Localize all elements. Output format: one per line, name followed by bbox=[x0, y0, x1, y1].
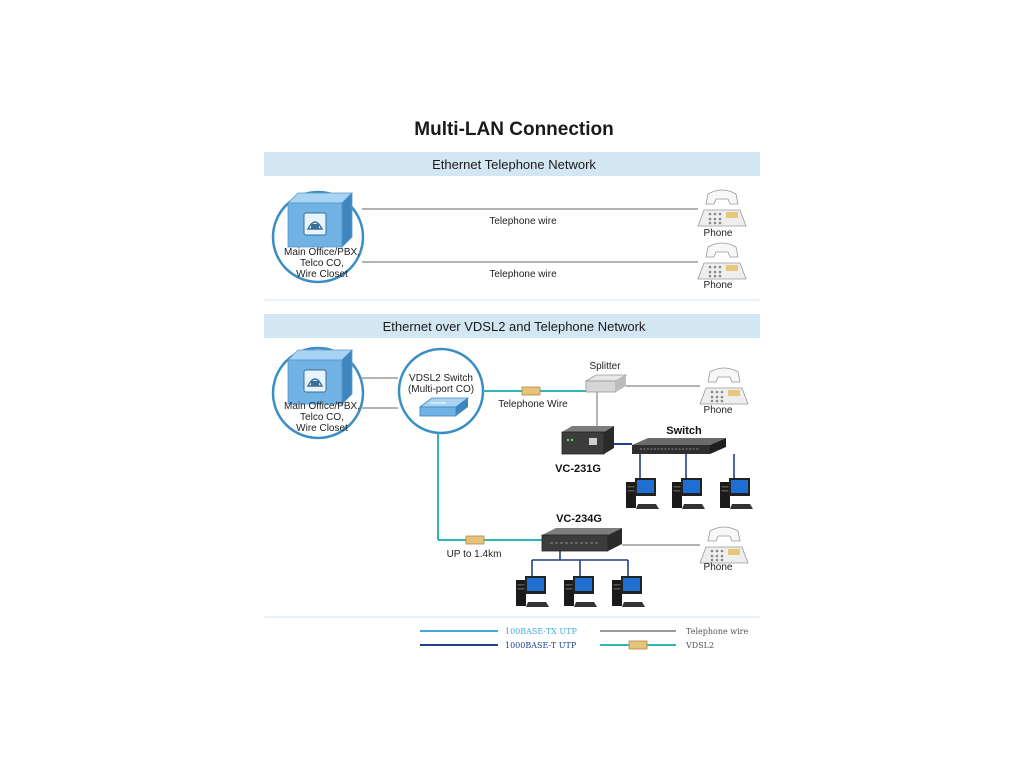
vdsl2-switch-label-line-1: VDSL2 Switch bbox=[409, 373, 473, 384]
office-label-line-2: Telco CO, bbox=[300, 258, 344, 269]
vdsl2-connector-icon bbox=[465, 535, 485, 545]
legend-label-1000base-t: 1000BASE-T UTP bbox=[505, 641, 577, 650]
switch-label: Switch bbox=[666, 425, 702, 437]
distance-label: UP to 1.4km bbox=[447, 549, 502, 560]
vc231g-device bbox=[561, 426, 614, 455]
vdsl2-connector-icon bbox=[628, 640, 648, 650]
office-label-line-3: Wire Closet bbox=[296, 423, 348, 434]
pc-icon bbox=[626, 478, 659, 509]
legend: 100BASE-TX UTP 1000BASE-T UTP Telephone … bbox=[420, 627, 748, 650]
office-label-line-3: Wire Closet bbox=[296, 269, 348, 280]
switch-device bbox=[632, 438, 726, 454]
office-icon bbox=[287, 349, 353, 405]
office-label-line-1: Main Office/PBX, bbox=[284, 401, 360, 412]
legend-label-vdsl2: VDSL2 bbox=[685, 641, 714, 650]
legend-label-100base-tx: 100BASE-TX UTP bbox=[505, 627, 577, 636]
office-label-line-2: Telco CO, bbox=[300, 412, 344, 423]
telephone-wire-label-2: Telephone wire bbox=[489, 269, 557, 280]
legend-label-telephone-wire: Telephone wire bbox=[686, 627, 748, 636]
pc-icon bbox=[720, 478, 753, 509]
phone-icon bbox=[697, 189, 747, 227]
section-2-band bbox=[264, 314, 760, 338]
telephone-wire-label-vdsl: Telephone Wire bbox=[498, 399, 568, 410]
vdsl2-switch-label-line-2: (Multi-port CO) bbox=[408, 384, 474, 395]
pc-icon bbox=[672, 478, 705, 509]
splitter-icon bbox=[584, 374, 628, 393]
telephone-wire-label-1: Telephone wire bbox=[489, 216, 557, 227]
vc231g-label: VC-231G bbox=[555, 463, 601, 475]
section-1-heading: Ethernet Telephone Network bbox=[432, 157, 596, 172]
office-label-line-1: Main Office/PBX, bbox=[284, 247, 360, 258]
vc234g-label: VC-234G bbox=[556, 513, 602, 525]
phone-label-4: Phone bbox=[704, 562, 733, 573]
page-title: Multi-LAN Connection bbox=[414, 119, 613, 140]
phone-icon bbox=[699, 367, 749, 405]
phone-label-2: Phone bbox=[704, 280, 733, 291]
splitter-label: Splitter bbox=[589, 361, 621, 372]
pc-icon bbox=[612, 576, 645, 607]
section-2-heading: Ethernet over VDSL2 and Telephone Networ… bbox=[383, 319, 646, 334]
vdsl2-connector-icon bbox=[521, 386, 541, 396]
office-icon bbox=[287, 192, 353, 248]
section-1-band bbox=[264, 152, 760, 176]
phone-label-1: Phone bbox=[704, 228, 733, 239]
vdsl2-switch-icon bbox=[418, 397, 470, 417]
pc-icon bbox=[564, 576, 597, 607]
phone-label-3: Phone bbox=[704, 405, 733, 416]
phone-icon bbox=[697, 242, 747, 280]
vc234g-device bbox=[541, 528, 622, 552]
pc-icon bbox=[516, 576, 549, 607]
phone-icon bbox=[699, 526, 749, 564]
